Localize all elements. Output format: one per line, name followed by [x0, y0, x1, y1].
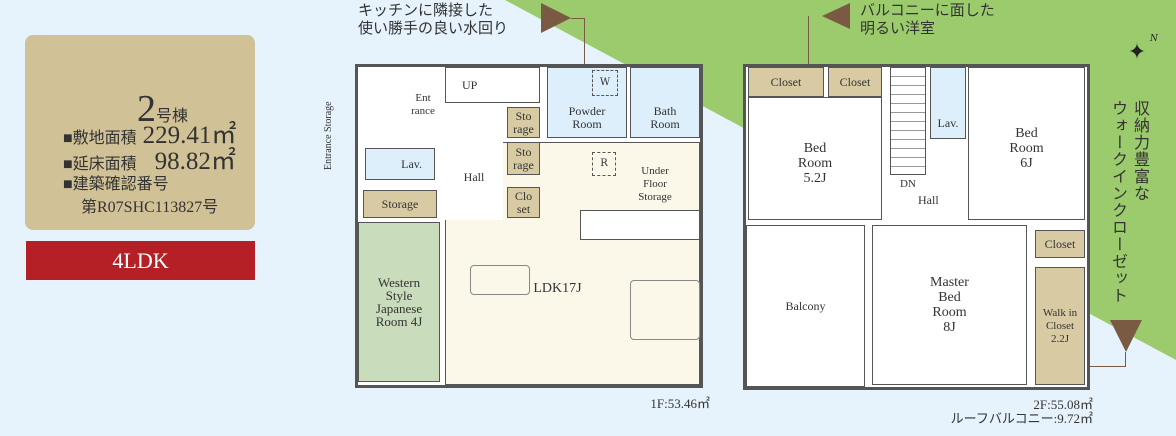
- callout-water: キッチンに隣接した使い勝手の良い水回り: [358, 1, 509, 37]
- closet-2f-1: Closet: [748, 67, 824, 97]
- bed-room-6j: Bed Room 6J: [968, 67, 1085, 220]
- stairs-up: UP: [445, 67, 540, 103]
- entrance-storage-label: Entrance Storage: [323, 101, 334, 170]
- bed-room-5-2j: Bed Room 5.2J: [748, 97, 882, 220]
- building-number: 2号棟: [137, 88, 189, 130]
- closet-callout-col1: 収納力豊富な: [1131, 100, 1150, 202]
- layout-type-badge: 4LDK: [26, 241, 255, 280]
- storage-2: Sto rage: [507, 142, 540, 175]
- storage-1: Sto rage: [507, 107, 540, 138]
- dining-table: [630, 280, 700, 340]
- hall-1f: Hall: [445, 105, 503, 220]
- powder-room: Powder Room: [547, 67, 627, 138]
- site-area-label: ■敷地面積: [63, 130, 137, 147]
- leader-line: [1066, 366, 1126, 367]
- sofa: [470, 265, 530, 295]
- floor2-area: 2F:55.08㎡: [1033, 397, 1093, 412]
- callout-balcony: バルコニーに面した明るい洋室: [860, 1, 995, 37]
- permit-number: 第R07SHC113827号: [81, 199, 219, 216]
- under-floor-storage: Under Floor Storage: [638, 165, 672, 203]
- site-area-value: 229.41㎡: [142, 122, 237, 149]
- callout-arrow-icon: [1110, 320, 1142, 352]
- closet-2f-2: Closet: [828, 67, 882, 97]
- storage-1f: Storage: [363, 190, 437, 218]
- stairs-down-label: DN: [900, 178, 916, 190]
- stairs-2f: [890, 67, 926, 175]
- floor-area-label: ■延床面積: [63, 156, 137, 173]
- callout-arrow-icon: [822, 3, 850, 29]
- floor1-area: 1F:53.46㎡: [650, 396, 710, 411]
- master-bed-room: Master Bed Room 8J: [872, 225, 1027, 385]
- property-info-card: 2号棟 ■敷地面積 229.41㎡ ■延床面積 98.82㎡ ■建築確認番号 第R0…: [25, 35, 255, 230]
- closet-2f-3: Closet: [1035, 230, 1085, 258]
- closet-1f: Clo set: [507, 187, 540, 218]
- floor-area-value: 98.82㎡: [154, 148, 236, 175]
- washer: W: [592, 70, 618, 96]
- lavatory-1f: Lav.: [365, 148, 435, 180]
- entrance: Ent rance: [358, 67, 443, 142]
- lavatory-2f: Lav.: [930, 67, 966, 139]
- compass-icon: ✦N: [1127, 34, 1158, 65]
- roof-balcony-area: ルーフバルコニー:9.72㎡: [950, 411, 1093, 426]
- callout-arrow-icon: [541, 3, 571, 33]
- kitchen-counter: [580, 210, 700, 240]
- refrigerator: R: [592, 152, 616, 176]
- bath-room: Bath Room: [630, 67, 700, 138]
- japanese-room: Western Style Japanese Room 4J: [358, 222, 440, 382]
- closet-callout-col2: ウォークインクローゼット: [1109, 100, 1128, 304]
- leader-line: [571, 18, 585, 70]
- ldk: LDK17J: [445, 142, 700, 385]
- permit-label: ■建築確認番号: [63, 176, 169, 193]
- walk-in-closet: Walk in Closet 2.2J: [1035, 267, 1085, 385]
- hall-2f: Hall: [918, 193, 939, 207]
- balcony: Balcony: [746, 225, 865, 387]
